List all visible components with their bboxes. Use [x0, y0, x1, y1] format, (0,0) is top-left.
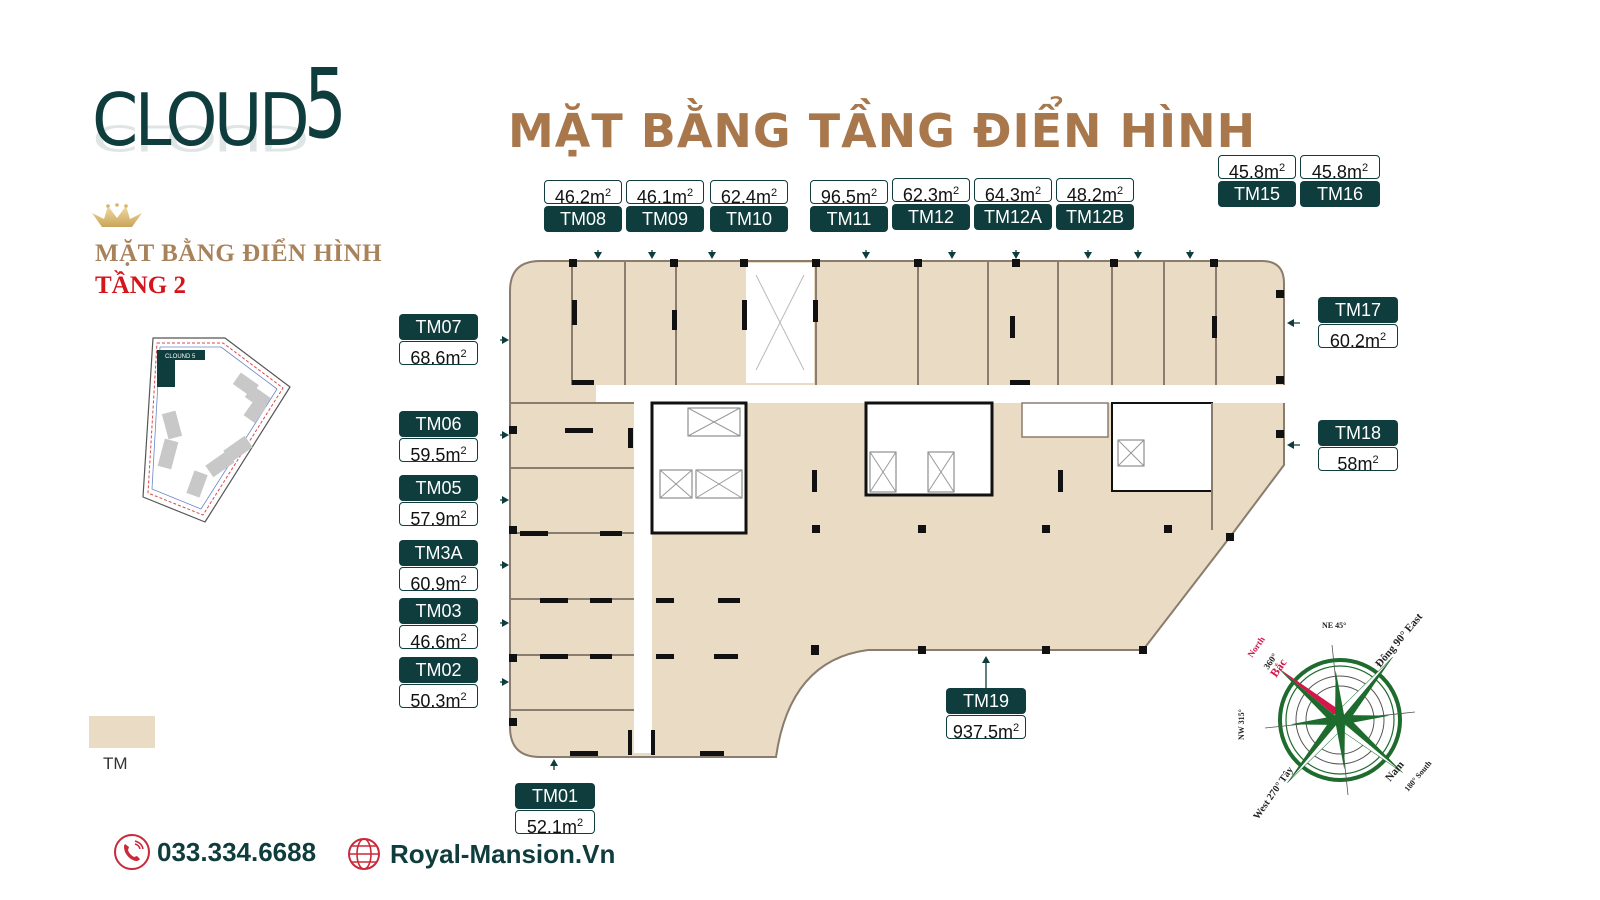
unit-area: 62.4m2: [710, 180, 788, 207]
unit-id: TM01: [515, 783, 595, 809]
unit-id: TM07: [399, 314, 478, 340]
svg-text:Nam: Nam: [1383, 759, 1407, 784]
unit-area: 62.3m2: [892, 178, 970, 205]
unit-id: TM03: [399, 598, 478, 624]
unit-id: TM15: [1218, 181, 1296, 207]
unit-id: TM02: [399, 657, 478, 683]
unit-id: TM09: [626, 206, 704, 232]
unit-area: 50.3m2: [399, 684, 478, 711]
unit-id: TM17: [1318, 297, 1398, 323]
unit-id: TM19: [946, 688, 1026, 714]
subtitle-floor-number: TẦNG 2: [95, 272, 186, 299]
unit-label-tm3a[interactable]: TM3A 60.9m2: [399, 540, 478, 594]
unit-label-tm18[interactable]: TM18 58m2: [1318, 420, 1398, 474]
logo-text: CLOUD: [92, 78, 310, 162]
unit-area: 58m2: [1318, 447, 1398, 474]
unit-id: TM12B: [1056, 204, 1134, 230]
website-url: Royal-Mansion.Vn: [390, 838, 616, 869]
unit-area: 60.2m2: [1318, 324, 1398, 351]
crown-icon: [92, 203, 142, 227]
contact-phone[interactable]: 033.334.6688: [113, 833, 316, 871]
unit-id: TM16: [1300, 181, 1380, 207]
legend-swatch-tm: [89, 716, 155, 748]
unit-label-tm08[interactable]: 46.2m2 TM08: [544, 180, 622, 234]
unit-area: 45.8m2: [1218, 155, 1296, 182]
svg-text:North: North: [1245, 635, 1266, 660]
site-location-map: CLOUND 5: [142, 337, 291, 523]
site-building-label: CLOUND 5: [165, 354, 196, 360]
unit-label-tm07[interactable]: TM07 68.6m2: [399, 314, 478, 368]
unit-label-tm17[interactable]: TM17 60.2m2: [1318, 297, 1398, 351]
unit-label-tm16[interactable]: 45.8m2 TM16: [1300, 155, 1380, 209]
svg-text:NW 315°: NW 315°: [1237, 709, 1246, 740]
unit-id: TM3A: [399, 540, 478, 566]
svg-text:180° South: 180° South: [1403, 759, 1434, 794]
unit-id: TM06: [399, 411, 478, 437]
unit-area: 937.5m2: [946, 715, 1026, 742]
phone-number: 033.334.6688: [157, 836, 317, 867]
svg-text:NE 45°: NE 45°: [1322, 621, 1346, 630]
unit-label-tm06[interactable]: TM06 59.5m2: [399, 411, 478, 465]
svg-text:Đông 90° East: Đông 90° East: [1373, 611, 1425, 670]
unit-label-tm12a[interactable]: 64.3m2 TM12A: [974, 178, 1052, 232]
unit-area: 46.2m2: [544, 180, 622, 207]
unit-id: TM08: [544, 206, 622, 232]
unit-id: TM10: [710, 206, 788, 232]
cloud5-logo: CLOUD 5 CLOUD: [92, 56, 352, 192]
unit-label-tm10[interactable]: 62.4m2 TM10: [710, 180, 788, 234]
unit-area: 46.6m2: [399, 625, 478, 652]
unit-area: 48.2m2: [1056, 178, 1134, 205]
unit-area: 52.1m2: [515, 810, 595, 837]
unit-label-tm01[interactable]: TM01 52.1m2: [515, 783, 595, 837]
unit-label-tm03[interactable]: TM03 46.6m2: [399, 598, 478, 652]
unit-area: 59.5m2: [399, 438, 478, 465]
globe-icon: [348, 838, 380, 870]
unit-area: 96.5m2: [810, 180, 888, 207]
page-title: MẶT BẰNG TẦNG ĐIỂN HÌNH: [508, 104, 1257, 158]
unit-label-tm12b[interactable]: 48.2m2 TM12B: [1056, 178, 1134, 232]
unit-label-tm19[interactable]: TM19 937.5m2: [946, 688, 1026, 742]
logo-number: 5: [304, 48, 347, 160]
floor-plan: [500, 250, 1300, 770]
legend-label-tm: TM: [103, 754, 128, 773]
unit-area: 46.1m2: [626, 180, 704, 207]
unit-id: TM12A: [974, 204, 1052, 230]
unit-area: 57.9m2: [399, 502, 478, 529]
unit-label-tm09[interactable]: 46.1m2 TM09: [626, 180, 704, 234]
subtitle-floor-plan: MẶT BẰNG ĐIỂN HÌNH: [95, 240, 383, 267]
unit-id: TM11: [810, 206, 888, 232]
unit-label-tm12[interactable]: 62.3m2 TM12: [892, 178, 970, 232]
unit-area: 68.6m2: [399, 341, 478, 368]
compass-rose: North 360° Bắc Đông 90° East Nam 180° So…: [1237, 611, 1434, 822]
unit-id: TM12: [892, 204, 970, 230]
unit-label-tm05[interactable]: TM05 57.9m2: [399, 475, 478, 529]
logo-reflection: CLOUD: [92, 117, 307, 159]
svg-text:West 270° Tây: West 270° Tây: [1251, 765, 1295, 822]
phone-icon: [114, 834, 150, 870]
unit-label-tm11[interactable]: 96.5m2 TM11: [810, 180, 888, 234]
unit-area: 45.8m2: [1300, 155, 1380, 182]
contact-website[interactable]: Royal-Mansion.Vn: [346, 836, 615, 872]
unit-id: TM18: [1318, 420, 1398, 446]
unit-id: TM05: [399, 475, 478, 501]
unit-area: 60.9m2: [399, 567, 478, 594]
unit-label-tm15[interactable]: 45.8m2 TM15: [1218, 155, 1296, 209]
unit-area: 64.3m2: [974, 178, 1052, 205]
unit-label-tm02[interactable]: TM02 50.3m2: [399, 657, 478, 711]
